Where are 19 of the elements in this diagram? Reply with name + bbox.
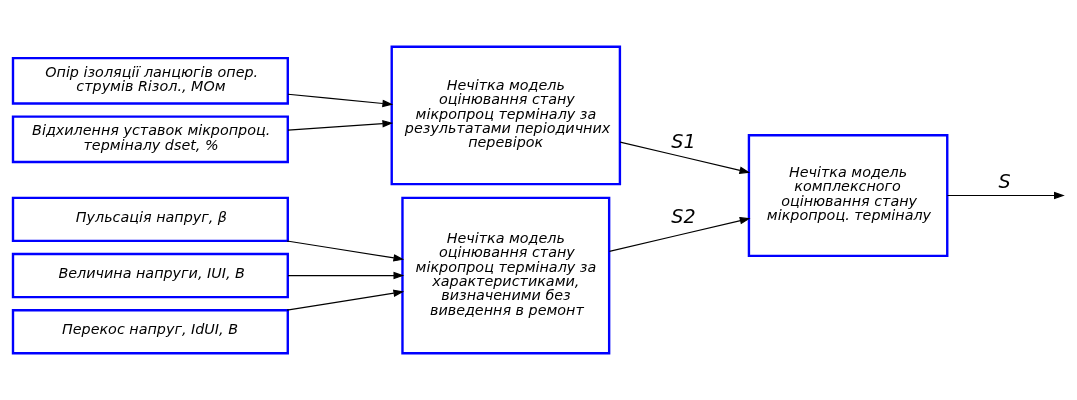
arrow: [619, 141, 751, 174]
node-box: Опір ізоляції ланцюгів опер. струмів Rізол., МОм: [11, 56, 289, 105]
node-box: Відхилення уставок мікропроц. терміналу dset, %: [11, 115, 289, 164]
node-box: Нечітка модель комплексного оцінювання стану мікропроц. терміналу: [747, 134, 949, 258]
node-box: Перекос напруг, IdUI, В: [11, 309, 289, 355]
arrow: [286, 289, 405, 311]
edge-label: S1: [671, 129, 696, 153]
arrow: [287, 271, 405, 280]
arrow: [287, 93, 394, 108]
node-box: Пульсація напруг, β: [11, 196, 289, 243]
arrow: [946, 191, 1065, 200]
arrow: [286, 240, 405, 262]
arrow: [287, 120, 394, 131]
edge-label: S: [998, 170, 1011, 194]
edge-label: S2: [671, 204, 696, 228]
node-box: Нечітка модель оцінювання стану мікропроц терміналу за характеристиками, визначеними без виведення в ремонт: [401, 196, 611, 355]
node-box: Нечітка модель оцінювання стану мікропроц терміналу за результатами періодичних перевірок: [390, 45, 622, 186]
arrow: [608, 217, 751, 253]
node-box: Величина напруги, IUI, В: [11, 252, 289, 299]
